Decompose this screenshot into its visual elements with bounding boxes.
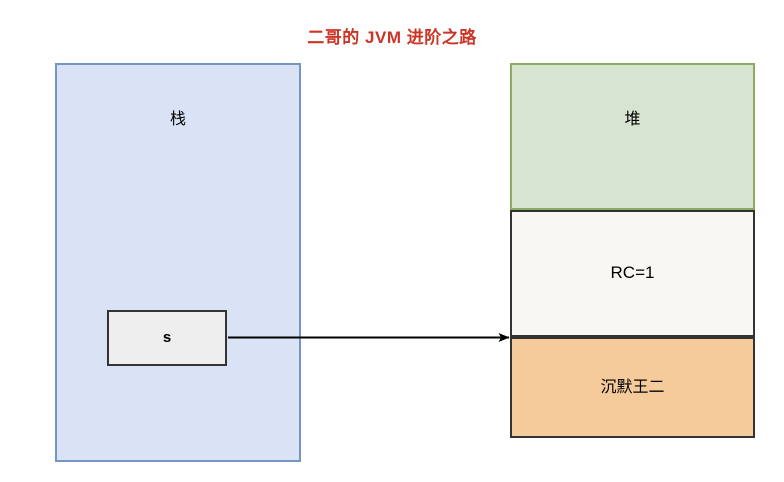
- stack-region: 栈: [55, 63, 301, 462]
- diagram-title: 二哥的 JVM 进阶之路: [307, 28, 477, 47]
- heap-label: 堆: [624, 111, 641, 128]
- heap-object-refcount-label: RC=1: [610, 263, 655, 283]
- heap-object-value: 沉默王二: [510, 337, 755, 438]
- stack-variable-label: s: [162, 329, 172, 346]
- stack-variable-s: s: [107, 310, 227, 366]
- heap-object-refcount: RC=1: [510, 210, 755, 337]
- heap-region: 堆: [510, 63, 755, 210]
- stack-label: 栈: [169, 111, 186, 128]
- heap-object-value-label: 沉默王二: [600, 378, 665, 396]
